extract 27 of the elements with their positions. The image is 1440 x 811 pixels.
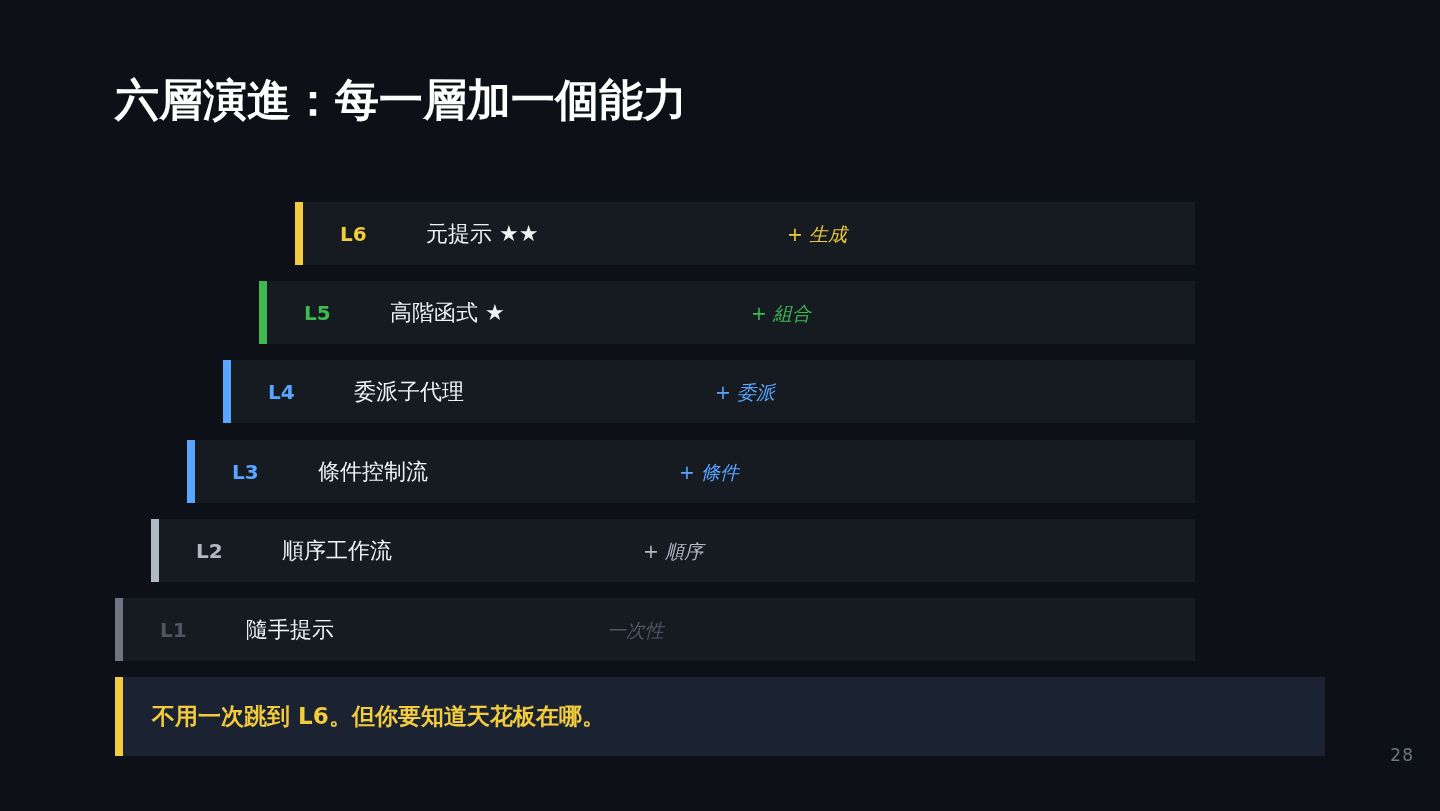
level-label: L2 — [196, 538, 223, 563]
level-name: 順序工作流 — [282, 537, 392, 564]
page-number: 28 — [1390, 745, 1414, 766]
callout-text: 不用一次跳到 L6。但你要知道天花板在哪。 — [152, 702, 605, 731]
callout-box — [115, 677, 1325, 756]
level-bar — [151, 519, 1195, 582]
capability-tag: + 組合 — [751, 301, 811, 324]
level-label: L1 — [160, 617, 187, 642]
level-bar — [223, 360, 1195, 423]
level-name: 條件控制流 — [318, 458, 428, 485]
level-label: L6 — [340, 221, 367, 246]
level-label: L3 — [232, 459, 259, 484]
level-bar — [187, 440, 1195, 503]
level-name: 高階函式 ★ — [390, 299, 505, 326]
level-name: 隨手提示 — [246, 616, 334, 643]
level-name: 元提示 ★★ — [426, 220, 539, 247]
level-label: L4 — [268, 379, 295, 404]
level-label: L5 — [304, 300, 331, 325]
slide-title: 六層演進：每一層加一個能力 — [115, 74, 687, 127]
capability-tag: + 生成 — [787, 222, 847, 245]
capability-tag: 一次性 — [607, 618, 664, 641]
level-bar — [115, 598, 1195, 661]
level-bar — [295, 202, 1195, 265]
capability-tag: + 委派 — [715, 380, 775, 403]
capability-tag: + 條件 — [679, 460, 739, 483]
level-name: 委派子代理 — [354, 378, 464, 405]
level-bar — [259, 281, 1195, 344]
